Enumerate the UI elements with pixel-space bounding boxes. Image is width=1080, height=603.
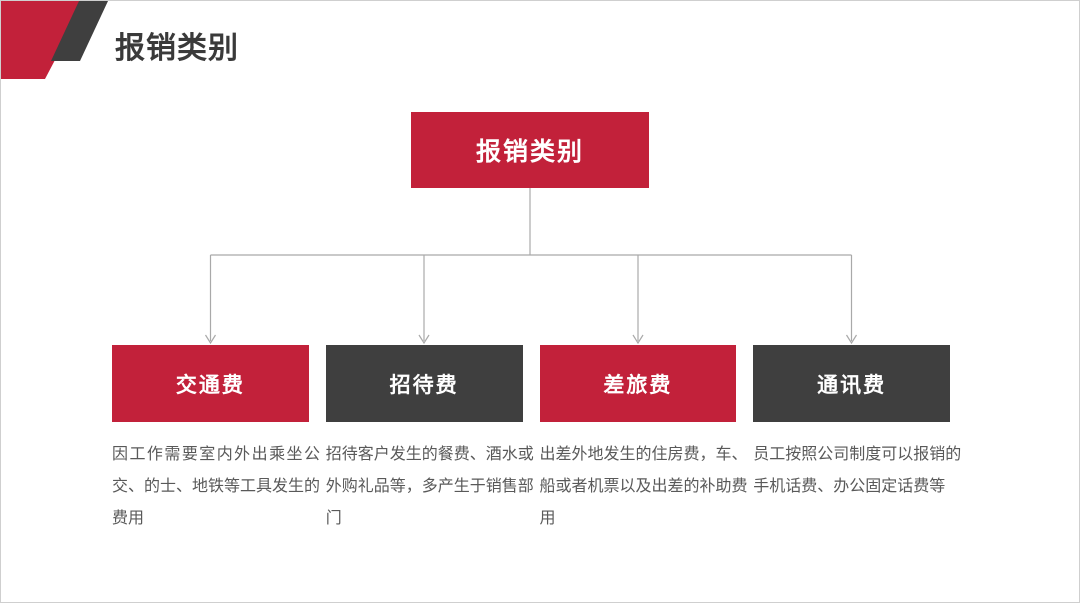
category-column: 差旅费 出差外地发生的住房费，车、船或者机票以及出差的补助费用	[539, 345, 748, 535]
category-description: 招待客户发生的餐费、酒水或外购礼品等，多产生于销售部门	[325, 446, 534, 527]
arrow-down-icon	[632, 334, 644, 345]
category-description: 出差外地发生的住房费，车、船或者机票以及出差的补助费用	[539, 446, 748, 527]
category-label: 通讯费	[817, 373, 887, 397]
arrow-down-icon	[418, 334, 430, 345]
page-title: 报销类别	[115, 32, 239, 65]
diagram-root-node: 报销类别	[411, 112, 649, 188]
category-column: 通讯费 员工按照公司制度可以报销的手机话费、办公固定话费等	[753, 345, 961, 535]
category-box: 交通费	[112, 345, 309, 422]
arrow-down-icon	[845, 334, 858, 345]
category-column: 交通费 因工作需要室内外出乘坐公交、的士、地铁等工具发生的费用	[112, 345, 320, 535]
category-description: 因工作需要室内外出乘坐公交、的士、地铁等工具发生的费用	[112, 446, 321, 527]
category-box: 通讯费	[753, 345, 950, 422]
category-box: 招待费	[325, 345, 523, 422]
category-label: 差旅费	[603, 373, 673, 397]
category-column: 招待费 招待客户发生的餐费、酒水或外购礼品等，多产生于销售部门	[325, 345, 534, 535]
category-description: 员工按照公司制度可以报销的手机话费、办公固定话费等	[753, 446, 962, 495]
diagram-root-label: 报销类别	[475, 138, 584, 166]
connector-lines	[204, 188, 858, 345]
category-box: 差旅费	[539, 345, 737, 422]
arrow-down-icon	[204, 334, 217, 345]
category-label: 招待费	[389, 373, 459, 397]
category-label: 交通费	[175, 373, 245, 397]
category-columns: 交通费 因工作需要室内外出乘坐公交、的士、地铁等工具发生的费用 招待费 招待客户…	[112, 345, 961, 535]
